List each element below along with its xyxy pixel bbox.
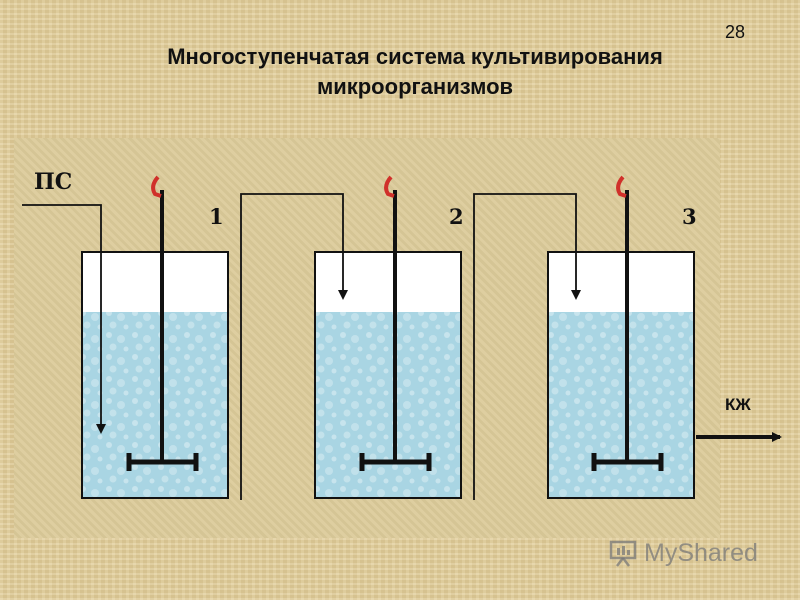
presentation-board-icon <box>609 540 637 567</box>
title-line-2: микроорганизмов <box>316 74 514 99</box>
tank-3-headspace <box>548 252 694 312</box>
stirrer-2 <box>359 175 432 471</box>
output-label: КЖ <box>725 395 751 414</box>
tank-1-headspace <box>82 252 228 312</box>
tank-1 <box>81 251 229 499</box>
input-feed-pipe <box>22 204 106 434</box>
slide-title: Многоступенчатая система культивирования… <box>0 42 800 102</box>
tank-1-liquid <box>82 312 228 498</box>
tank-2-liquid <box>315 312 461 498</box>
tank-3-wall <box>547 251 695 499</box>
transfer-pipe-2-3 <box>473 193 581 500</box>
tank-2 <box>314 251 462 499</box>
tank-1-number: 1 <box>209 204 224 229</box>
tank-3-number: 3 <box>682 204 697 229</box>
stirrer-1 <box>126 175 199 471</box>
watermark: MyShared <box>608 538 758 568</box>
tank-1-wall <box>81 251 229 499</box>
stirrer-3 <box>591 175 664 471</box>
tank-3-liquid <box>548 312 694 498</box>
stirrer-2-rotation-icon <box>384 175 395 198</box>
input-label: ПС <box>34 169 72 195</box>
slide-number: 28 <box>724 22 745 42</box>
stirrer-1-rotation-icon <box>151 175 162 198</box>
tank-3 <box>547 251 695 499</box>
watermark-text: MyShared <box>644 538 758 567</box>
stirrer-3-rotation-icon <box>616 175 627 198</box>
tank-2-wall <box>314 251 462 499</box>
title-line-1: Многоступенчатая система культивирования <box>167 44 663 69</box>
tank-2-number: 2 <box>449 204 464 229</box>
tank-2-headspace <box>315 252 461 312</box>
transfer-pipe-1-2 <box>240 193 348 500</box>
